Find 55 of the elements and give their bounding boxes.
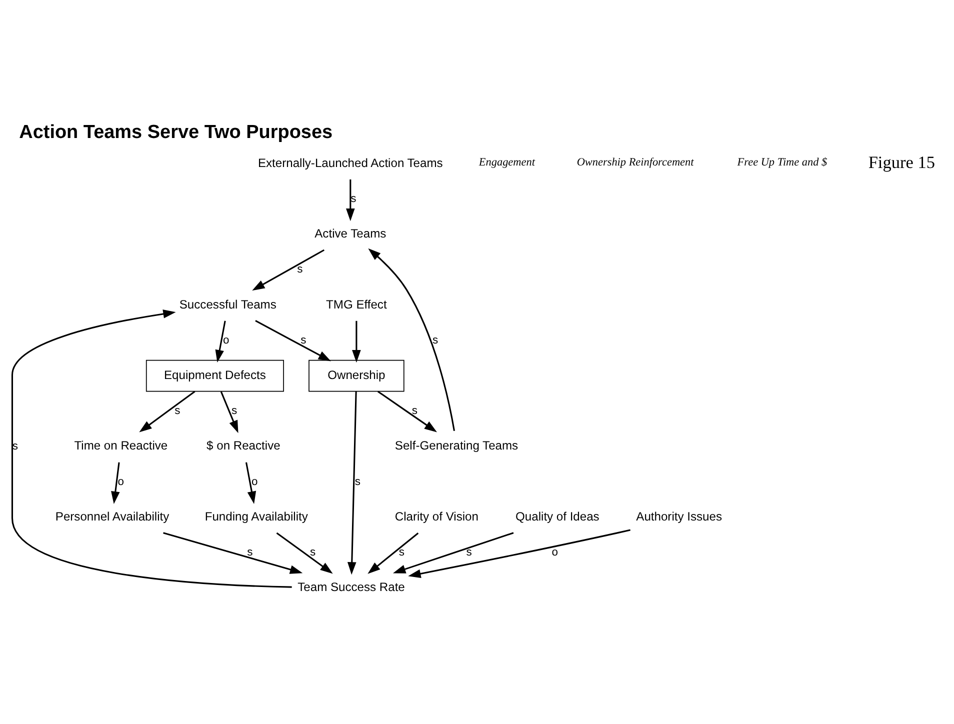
arrow (220, 391, 238, 434)
node-text: Funding Availability (204, 509, 308, 524)
label: Ownership Reinforcement (576, 156, 694, 169)
node-box: Ownership (308, 360, 404, 392)
node-text: Quality of Ideas (516, 509, 600, 524)
arrow (276, 532, 333, 574)
edge-label: s (12, 440, 18, 452)
arrow (408, 529, 630, 578)
arrow (346, 179, 355, 222)
label: Engagement (478, 156, 535, 169)
arrow (111, 462, 120, 504)
arrow (352, 320, 361, 363)
arrow (255, 320, 331, 362)
edge-label: s (432, 334, 438, 346)
label: Free Up Time and $ (737, 156, 828, 169)
node-text: $ on Reactive (206, 438, 280, 453)
arrow (252, 249, 324, 291)
edge-label: s (310, 546, 316, 559)
arrow (245, 462, 256, 504)
edge-label: s (398, 546, 405, 559)
node-text: Authority Issues (636, 509, 722, 524)
edge-label: s (466, 546, 472, 559)
edge-label: s (300, 334, 306, 346)
node-text: Self-Generating Teams (394, 438, 518, 453)
edge-label: s (174, 405, 180, 418)
diagram-title: Action Teams Serve Two Purposes (19, 122, 333, 144)
arrow (368, 532, 419, 574)
node-text: Externally-Launched Action Teams (258, 156, 443, 170)
node-text: Clarity of Vision (394, 509, 478, 524)
arrow (215, 320, 226, 363)
arrow (368, 248, 456, 432)
node-text: Team Success Rate (298, 580, 405, 594)
node-text: Personnel Availability (55, 509, 170, 524)
arrow (139, 390, 196, 432)
arrow (11, 310, 292, 588)
edge-label: s (232, 405, 238, 418)
node-box: Equipment Defects (146, 360, 284, 392)
node-text: Active Teams (314, 226, 386, 241)
edge-label: s (247, 546, 253, 559)
edge-label: s (354, 476, 361, 488)
edge-label: s (297, 264, 303, 276)
arrow (163, 532, 303, 574)
arrow (392, 532, 514, 574)
edge-label: s (350, 192, 356, 205)
node-text: Successful Teams (179, 297, 276, 312)
edge-label: s (412, 405, 418, 418)
node-text: TMG Effect (326, 297, 387, 312)
arrow (377, 390, 438, 432)
edge-label: o (552, 546, 558, 559)
caption: Figure 15 (868, 152, 935, 172)
arrow (347, 391, 357, 575)
edge-label: o (118, 476, 124, 488)
node-text: Time on Reactive (74, 438, 168, 453)
edge-label: o (252, 476, 258, 488)
edge-label: o (223, 334, 230, 346)
